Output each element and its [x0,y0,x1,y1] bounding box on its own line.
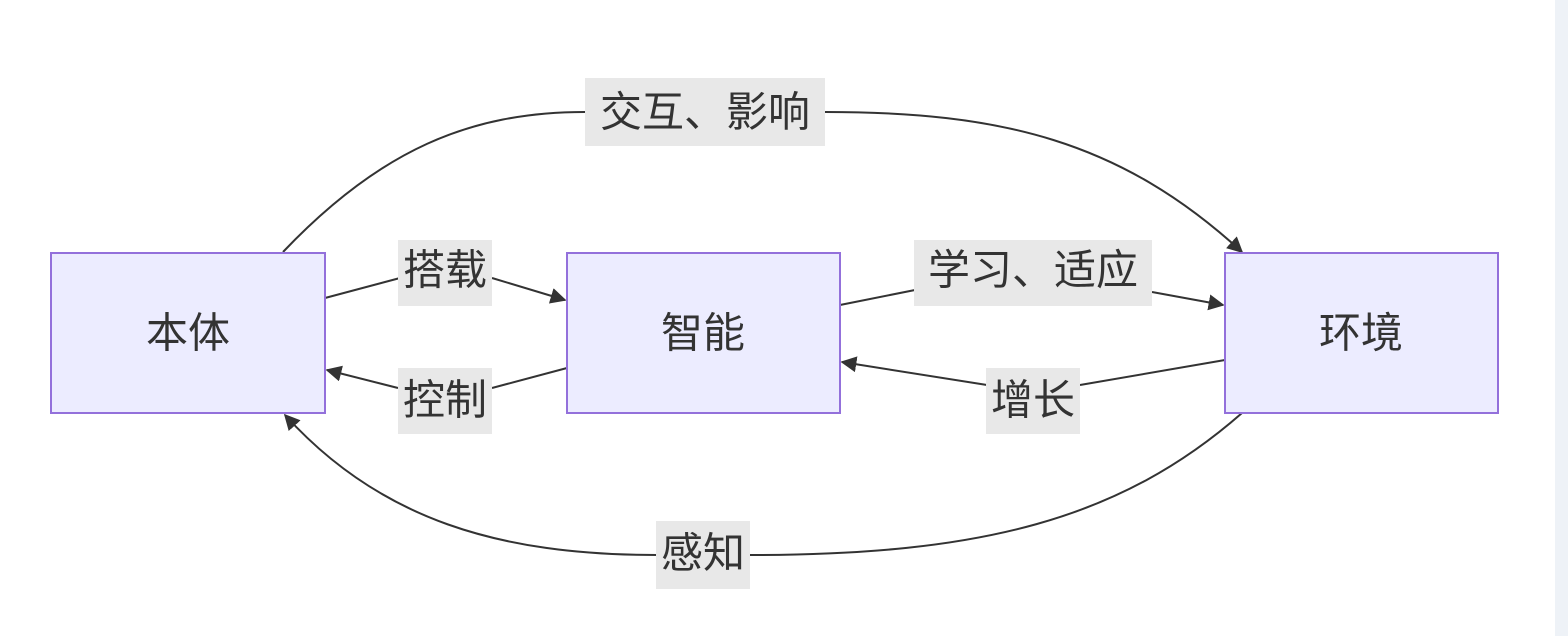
scrollbar-track[interactable] [1555,0,1568,636]
edge-label-perceive-text: 感知 [661,529,745,578]
edge-label-carry-text: 搭载 [403,246,487,295]
edge-carry [324,277,565,300]
node-body[interactable]: 本体 [50,252,326,414]
edge-grow [842,360,1226,386]
edge-interact [282,111,1244,254]
edge-label-grow: 增长 [986,368,1080,434]
edge-label-carry: 搭载 [398,240,492,306]
edge-label-learn-text: 学习、适应 [928,246,1138,295]
edge-learn [839,290,1223,305]
edge-label-interact-text: 交互、影响 [600,88,810,137]
edge-label-learn: 学习、适应 [914,240,1152,306]
edge-label-grow-text: 增长 [991,376,1075,425]
edge-label-control-text: 控制 [403,376,487,425]
node-environment[interactable]: 环境 [1224,252,1499,414]
node-intelligence-label: 智能 [661,309,745,358]
edge-label-control: 控制 [398,368,492,434]
node-environment-label: 环境 [1319,309,1403,358]
edge-label-interact: 交互、影响 [585,78,825,146]
node-intelligence[interactable]: 智能 [566,252,841,414]
edge-label-perceive: 感知 [656,521,750,589]
edge-perceive [283,412,1243,556]
node-body-label: 本体 [146,309,230,358]
edge-control [327,368,568,389]
